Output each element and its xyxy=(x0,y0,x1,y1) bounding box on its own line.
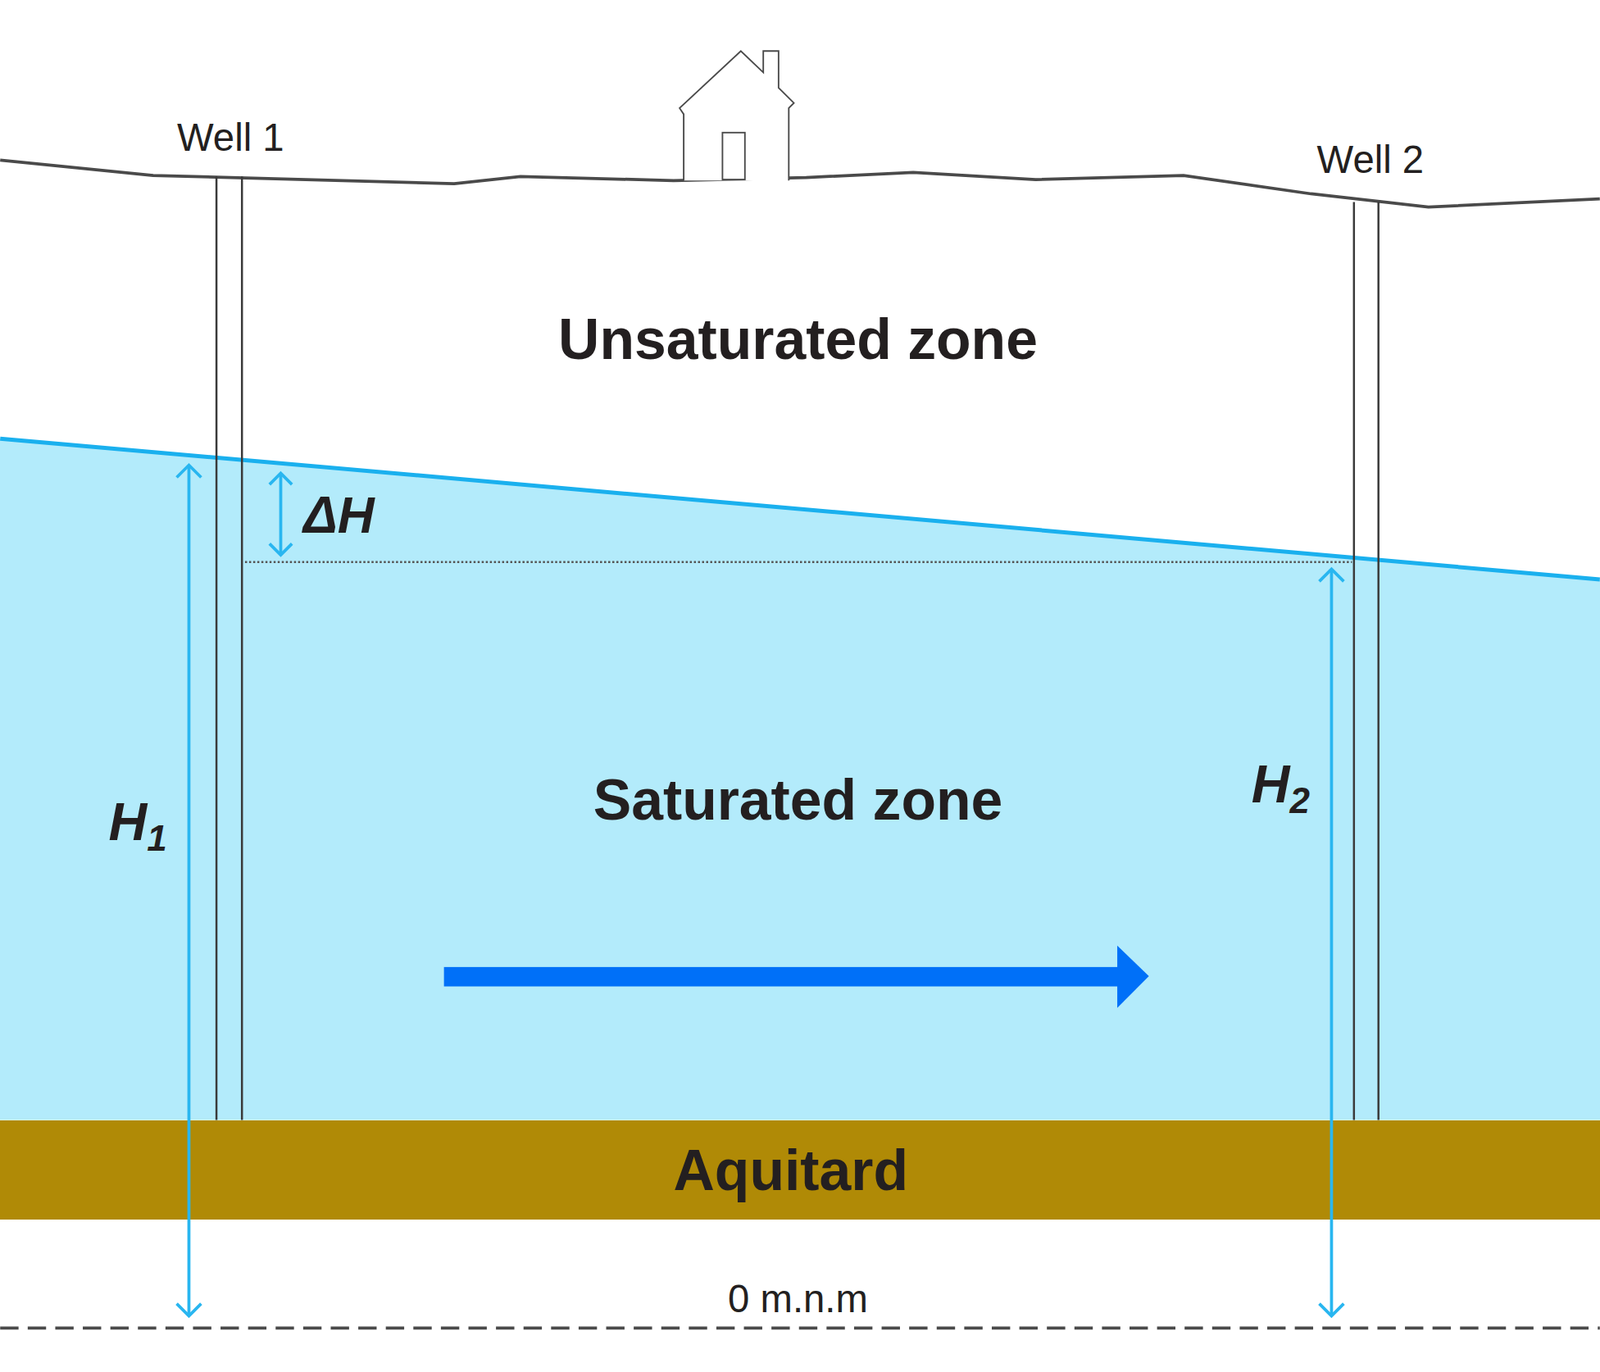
casing-line xyxy=(1353,201,1355,1120)
datum-line xyxy=(0,1327,1600,1331)
arrow-head xyxy=(177,1304,202,1317)
dimension-label: ΔH xyxy=(303,490,375,541)
saturated-fill xyxy=(0,438,1600,1121)
well-casing xyxy=(1354,201,1379,1120)
arrow-head xyxy=(1319,568,1345,582)
text-label: 0 m.n.m xyxy=(727,1279,869,1319)
arrow-head xyxy=(1319,1304,1345,1317)
dimension-label: H1 xyxy=(108,796,167,857)
zone-band: Unsaturated zone xyxy=(0,0,1600,439)
arrow-head xyxy=(269,472,292,485)
arrow-head xyxy=(177,465,202,478)
casing-line xyxy=(215,176,218,1120)
house-outline xyxy=(679,50,794,181)
dimension-arrow xyxy=(177,465,202,1317)
zone-name: Unsaturated zone xyxy=(558,311,1038,369)
zone-name: Saturated zone xyxy=(593,772,1004,830)
casing-line xyxy=(240,176,243,1120)
well-casing xyxy=(216,176,242,1120)
dimension-arrow xyxy=(1319,568,1345,1316)
text-label: Well 1 xyxy=(177,118,285,157)
zone-band: Saturated zone xyxy=(0,438,1600,1121)
text-label: Well 2 xyxy=(1317,140,1425,180)
dimension-line xyxy=(187,466,191,1314)
zone-name: Aquitard xyxy=(673,1142,910,1200)
dimension-arrow xyxy=(269,472,292,555)
reference-line xyxy=(245,561,1352,564)
dimension-label: H2 xyxy=(1251,759,1310,819)
dimension-line xyxy=(279,472,283,555)
aquitard-band: Aquitard xyxy=(0,1120,1600,1220)
house-door xyxy=(722,132,745,180)
casing-line xyxy=(1377,201,1379,1120)
arrow-head xyxy=(269,543,292,555)
dimension-line xyxy=(1330,570,1334,1314)
flow-arrow-head xyxy=(1117,945,1150,1009)
flow-arrow-shaft xyxy=(444,967,1120,987)
water-table xyxy=(0,438,1600,580)
